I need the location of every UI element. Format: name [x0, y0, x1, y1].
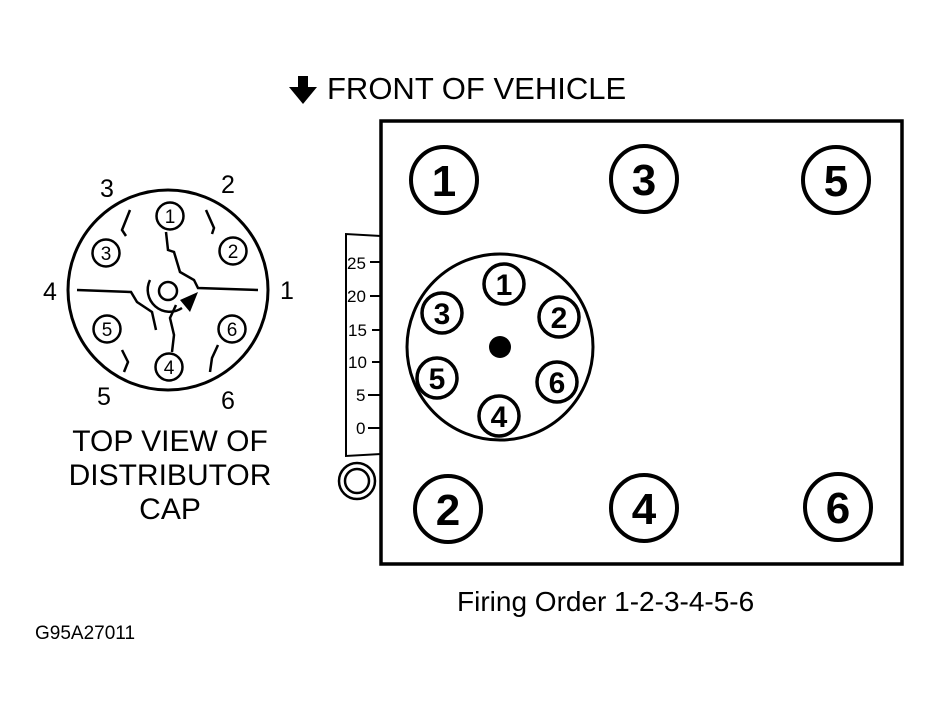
- cap-terminal-label: 2: [228, 242, 239, 263]
- cap-divider-left: [76, 288, 158, 331]
- timing-mark: 25: [347, 254, 366, 273]
- cap-wire-2: [204, 209, 216, 235]
- cap-terminal-6: [217, 314, 247, 344]
- cap-terminal-2: [218, 236, 248, 266]
- rotor-hub: [157, 280, 179, 302]
- distributor-cap-caption: TOP VIEW OF DISTRIBUTOR CAP: [30, 425, 310, 527]
- cylinder-4: [609, 473, 679, 543]
- cap-terminal-1: [155, 201, 185, 231]
- cap-terminal-label: 6: [227, 320, 238, 341]
- cap-terminal-3: [91, 238, 121, 268]
- dist-terminal-6: [535, 360, 579, 404]
- dist-terminal-1: [482, 262, 526, 306]
- front-arrow-icon: [289, 76, 317, 104]
- firing-order-label: Firing Order 1-2-3-4-5-6: [457, 586, 755, 617]
- cap-terminal-label: 1: [165, 207, 176, 228]
- cap-terminal-label: 3: [101, 244, 112, 265]
- cylinder-label: 1: [432, 157, 456, 206]
- timing-mark: 5: [356, 386, 365, 405]
- dist-terminal-label: 3: [434, 298, 451, 331]
- dist-terminal-label: 4: [491, 401, 508, 434]
- cylinder-6: [803, 472, 873, 542]
- timing-scale: [345, 232, 382, 458]
- cap-outer-number: 1: [280, 277, 294, 305]
- cap-caption-line: CAP: [139, 493, 201, 526]
- cylinder-label: 5: [824, 157, 848, 206]
- cylinder-3: [609, 144, 679, 214]
- pulley-icon: [337, 461, 377, 501]
- timing-mark: 0: [356, 419, 365, 438]
- cap-terminal-label: 4: [164, 358, 175, 379]
- cap-outline: [66, 188, 270, 392]
- front-of-vehicle-label: FRONT OF VEHICLE: [327, 71, 627, 106]
- cylinder-label: 3: [632, 156, 656, 205]
- cylinder-label: 2: [436, 486, 460, 535]
- dist-terminal-label: 2: [551, 302, 568, 335]
- cap-wire-3: [120, 209, 132, 237]
- distributor-shaft: [489, 336, 511, 358]
- cap-outer-number: 5: [97, 383, 111, 411]
- cap-outer-number: 4: [43, 278, 57, 306]
- distributor-cap: [66, 188, 270, 392]
- cap-wire-6: [208, 344, 220, 373]
- cap-divider-right: [164, 231, 259, 292]
- cylinder-2: [413, 474, 483, 544]
- cylinder-1: [409, 145, 479, 215]
- cylinder-5: [801, 145, 871, 215]
- timing-mark: 10: [348, 353, 367, 372]
- cap-caption-line: TOP VIEW OF: [72, 425, 268, 458]
- cap-outer-number: 2: [221, 171, 235, 199]
- dist-terminal-label: 5: [429, 363, 446, 396]
- cylinder-label: 4: [632, 485, 657, 534]
- rotation-arc: [146, 279, 183, 313]
- cylinder-label: 6: [826, 484, 850, 533]
- dist-terminal-label: 6: [549, 367, 566, 400]
- figure-id: G95A27011: [35, 623, 136, 644]
- dist-terminal-2: [537, 295, 581, 339]
- cap-terminal-label: 5: [102, 320, 113, 341]
- rotation-arrow-icon: [180, 292, 198, 312]
- cap-terminal-4: [154, 352, 184, 382]
- cap-wire-5: [120, 349, 130, 373]
- cap-terminal-5: [92, 314, 122, 344]
- dist-terminal-label: 1: [496, 269, 513, 302]
- timing-mark: 20: [347, 287, 366, 306]
- cap-outer-number: 3: [100, 175, 114, 203]
- dist-terminal-4: [477, 394, 521, 438]
- cap-outer-number: 6: [221, 387, 235, 415]
- cap-caption-line: DISTRIBUTOR: [68, 459, 272, 492]
- engine-block: [379, 119, 904, 566]
- dist-terminal-5: [415, 356, 459, 400]
- distributor-body: [405, 252, 595, 442]
- timing-mark: 15: [348, 321, 367, 340]
- dist-terminal-3: [420, 291, 464, 335]
